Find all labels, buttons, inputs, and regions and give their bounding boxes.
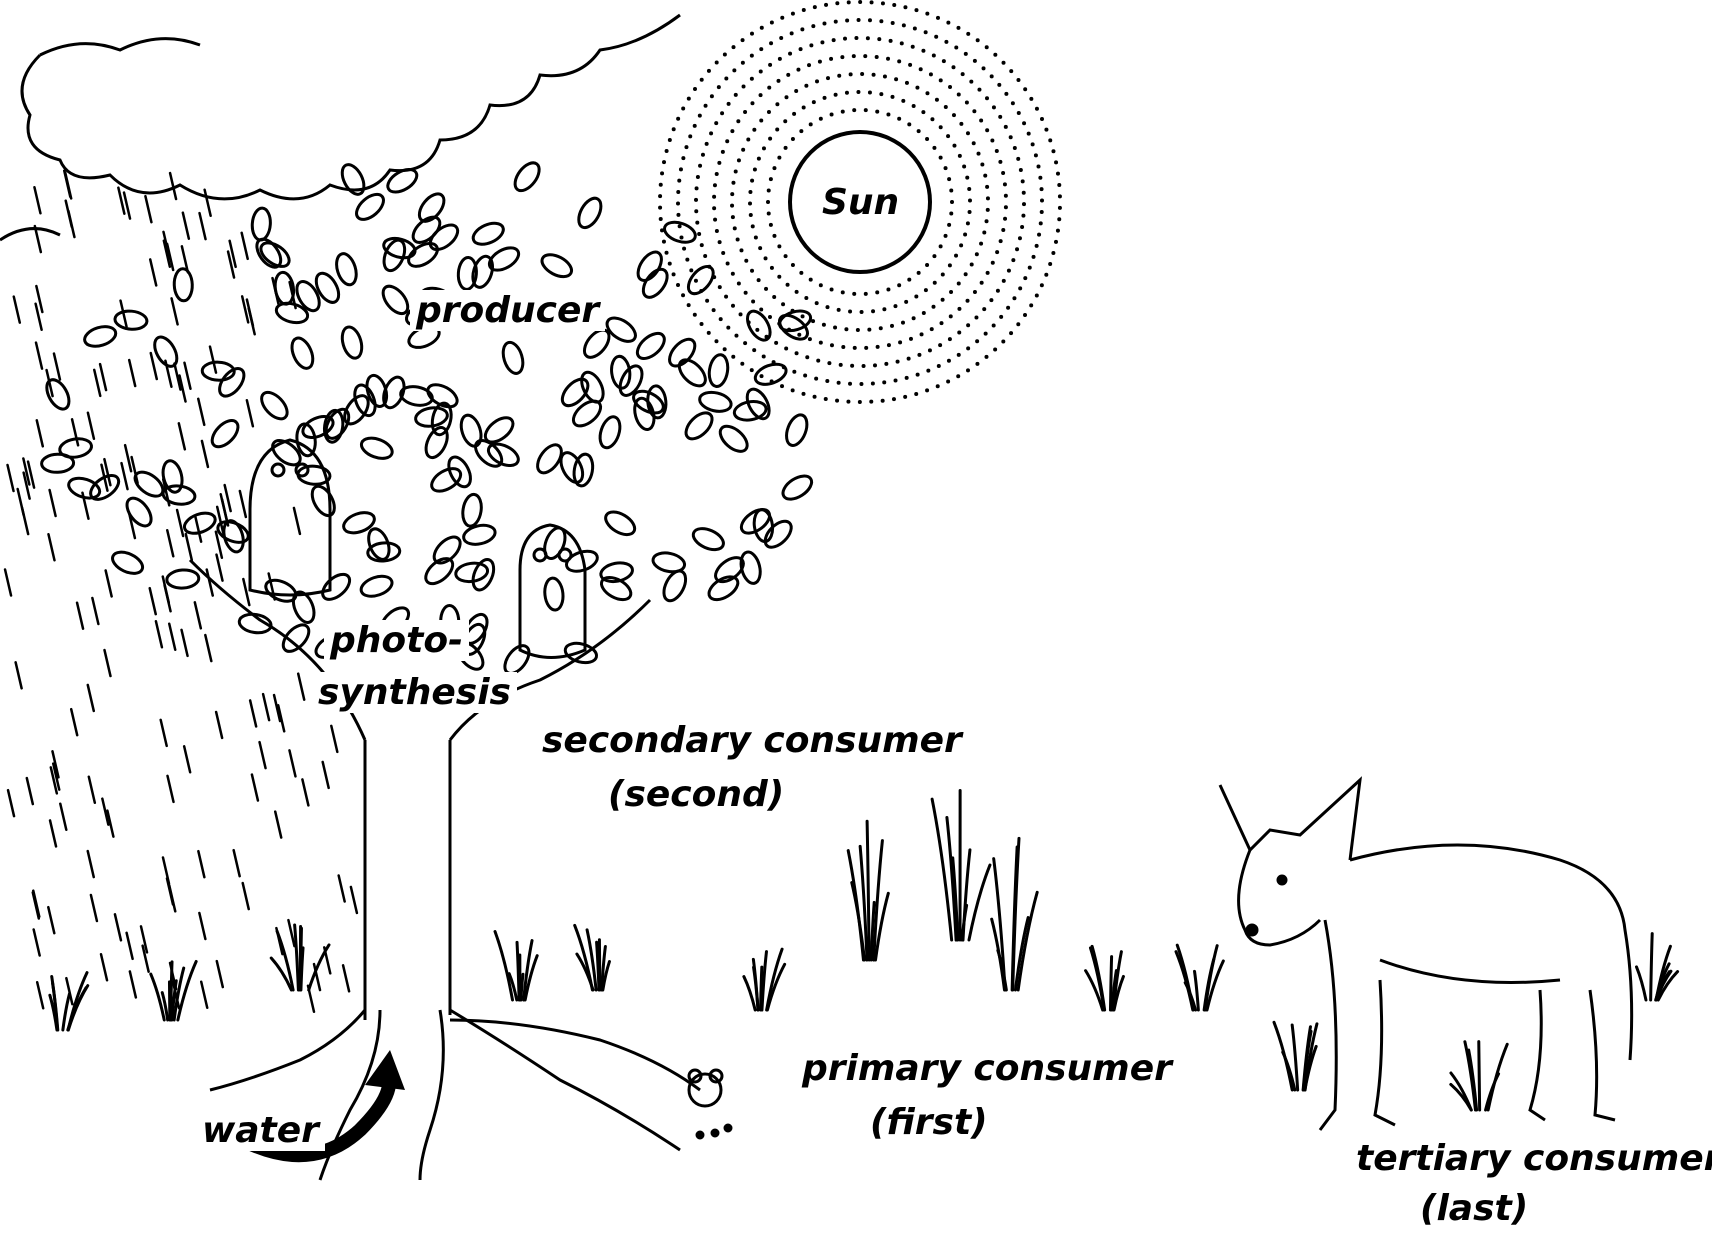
primary-consumer-rank: (first) — [870, 1102, 988, 1143]
sun-label: Sun — [822, 182, 900, 223]
secondary-consumer-label: secondary consumer — [536, 720, 968, 762]
producer-label: producer — [410, 290, 606, 332]
tertiary-consumer-rank: (last) — [1420, 1188, 1529, 1229]
owl-icon — [248, 438, 587, 659]
primary-consumer-label: primary consumer — [796, 1048, 1178, 1090]
sun-icon — [658, 0, 1062, 404]
rain-icon — [3, 169, 359, 1013]
photosynthesis-label-line1: photo- — [324, 620, 470, 662]
cloud-icon — [0, 13, 681, 242]
water-label: water — [196, 1110, 325, 1152]
photosynthesis-label-line2: synthesis — [312, 672, 517, 714]
coyote-icon — [1218, 776, 1634, 1131]
secondary-consumer-rank: (second) — [608, 774, 785, 815]
grass-icon — [48, 789, 1680, 1112]
mouse-icon — [687, 1068, 733, 1140]
tertiary-consumer-label: tertiary consumer — [1350, 1138, 1712, 1180]
